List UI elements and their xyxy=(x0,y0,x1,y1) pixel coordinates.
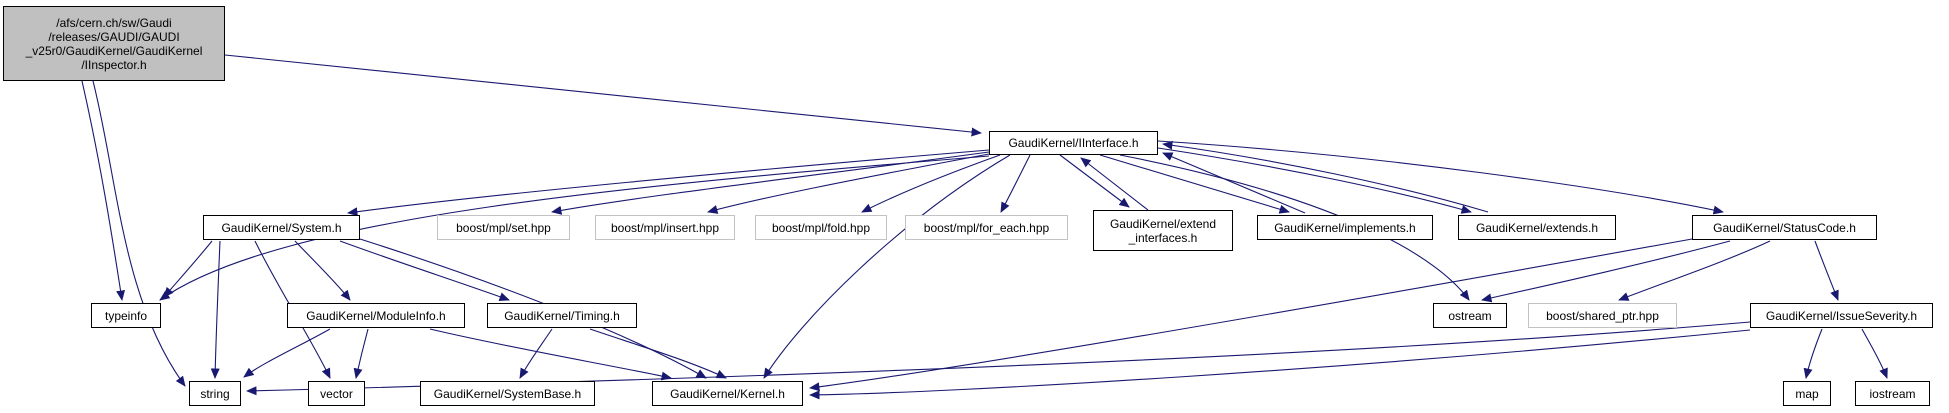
edge-issueseverity-to-map xyxy=(1803,328,1823,379)
edge-extend-interfaces-to-iinterface xyxy=(1080,157,1149,211)
edge-issueseverity-to-string xyxy=(246,321,1751,396)
edge-system-to-string xyxy=(210,240,221,379)
edge-timing-to-kernel xyxy=(589,328,727,379)
edge-iinterface-to-mpl-for-each xyxy=(1000,154,1031,213)
edge-group xyxy=(81,54,1888,400)
node-iostream[interactable]: iostream xyxy=(1855,381,1930,406)
node-mpl-set: boost/mpl/set.hpp xyxy=(437,215,570,240)
node-timing[interactable]: GaudiKernel/Timing.h xyxy=(487,303,637,328)
edge-iinterface-to-extend-interfaces xyxy=(1059,154,1130,208)
edge-iinspector-to-typeinfo xyxy=(81,80,126,301)
node-kernel[interactable]: GaudiKernel/Kernel.h xyxy=(652,381,803,406)
node-mpl-for-each: boost/mpl/for_each.hpp xyxy=(905,215,1068,240)
node-moduleinfo[interactable]: GaudiKernel/ModuleInfo.h xyxy=(287,303,465,328)
edge-iinterface-to-kernel xyxy=(763,154,1011,379)
edge-statuscode-to-shared-ptr xyxy=(1618,240,1771,301)
node-issueseverity[interactable]: GaudiKernel/IssueSeverity.h xyxy=(1750,303,1933,328)
node-iinterface[interactable]: GaudiKernel/IInterface.h xyxy=(989,131,1158,155)
edge-iinterface-to-mpl-fold xyxy=(861,154,1001,213)
node-map[interactable]: map xyxy=(1783,381,1831,406)
node-ostream[interactable]: ostream xyxy=(1433,303,1507,328)
node-typeinfo[interactable]: typeinfo xyxy=(91,303,161,328)
edge-statuscode-to-kernel xyxy=(809,238,1693,392)
edge-statuscode-to-issueseverity xyxy=(1814,240,1839,301)
edge-iinterface-to-typeinfo xyxy=(159,155,990,301)
node-extend-interfaces[interactable]: GaudiKernel/extend _interfaces.h xyxy=(1093,210,1233,251)
edge-moduleinfo-to-vector xyxy=(353,328,369,379)
node-mpl-insert: boost/mpl/insert.hpp xyxy=(595,215,735,240)
edge-iinterface-to-extends xyxy=(1157,147,1472,214)
node-iinspector: /afs/cern.ch/sw/Gaudi /releases/GAUDI/GA… xyxy=(3,6,225,81)
node-mpl-fold: boost/mpl/fold.hpp xyxy=(755,215,887,240)
edge-implements-to-iinterface xyxy=(1162,152,1306,214)
edge-statuscode-to-ostream xyxy=(1481,240,1731,303)
edge-iinterface-to-statuscode xyxy=(1157,140,1724,215)
edge-iinterface-to-system xyxy=(347,149,990,217)
node-statuscode[interactable]: GaudiKernel/StatusCode.h xyxy=(1692,215,1877,240)
edge-moduleinfo-to-kernel xyxy=(429,328,672,381)
edge-iinterface-to-implements xyxy=(1099,154,1290,214)
node-shared-ptr: boost/shared_ptr.hpp xyxy=(1528,303,1677,328)
edge-moduleinfo-to-string xyxy=(243,328,331,378)
edge-system-to-timing xyxy=(339,240,510,301)
edge-extends-to-iinterface xyxy=(1162,140,1489,213)
edge-iinterface-to-mpl-insert xyxy=(707,153,990,214)
edge-issueseverity-to-kernel xyxy=(809,329,1751,400)
node-string[interactable]: string xyxy=(189,381,241,406)
edge-system-to-typeinfo xyxy=(163,240,213,298)
edge-iinspector-to-iinterface xyxy=(224,54,982,137)
edge-system-to-moduleinfo xyxy=(294,240,351,301)
node-implements[interactable]: GaudiKernel/implements.h xyxy=(1257,215,1433,240)
node-systembase[interactable]: GaudiKernel/SystemBase.h xyxy=(420,381,595,406)
edge-iinspector-to-string xyxy=(92,80,186,387)
edge-timing-to-systembase xyxy=(519,328,553,379)
node-vector[interactable]: vector xyxy=(308,381,365,406)
node-system[interactable]: GaudiKernel/System.h xyxy=(203,215,360,240)
edge-issueseverity-to-iostream xyxy=(1861,328,1888,379)
node-extends[interactable]: GaudiKernel/extends.h xyxy=(1458,215,1616,240)
